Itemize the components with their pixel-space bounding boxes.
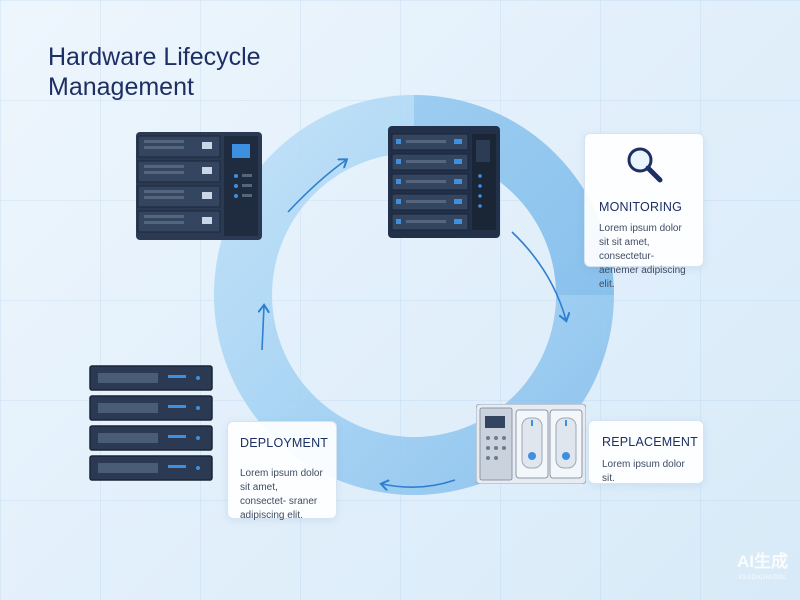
- title-line-1: Hardware Lifecycle: [48, 43, 261, 71]
- page-title: Hardware Lifecycle Management: [48, 42, 261, 102]
- tower-server-icon: [388, 126, 500, 238]
- replacement-card: REPLACEMENT Lorem ipsum dolor sit.: [588, 420, 704, 484]
- arrow-replace-to-deploy: [382, 480, 456, 487]
- blade-server-icon: [89, 365, 213, 481]
- drive-enclosure-icon: [476, 404, 586, 484]
- magnifier-icon: [627, 147, 663, 183]
- arrow-up-left: [262, 306, 264, 351]
- replacement-heading: REPLACEMENT: [602, 435, 698, 449]
- deployment-heading: DEPLOYMENT: [240, 436, 329, 450]
- deployment-card: DEPLOYMENT Lorem ipsum dolor sit amet, c…: [227, 421, 337, 521]
- rack-server-icon: [136, 132, 262, 240]
- arrow-monitor-to-replace: [511, 231, 566, 320]
- arrow-deploy-to-monitor: [287, 160, 346, 213]
- watermark-sub: XSSDADMIDDL: [738, 575, 787, 581]
- monitoring-body: Lorem ipsum dolor sit sit amet, consecte…: [599, 223, 686, 290]
- monitoring-card: MONITORING Lorem ipsum dolor sit sit ame…: [584, 133, 704, 290]
- watermark-main: AI生成: [737, 552, 788, 571]
- replacement-body: Lorem ipsum dolor sit.: [602, 459, 685, 484]
- watermark: AI生成 XSSDADMIDDL: [737, 552, 788, 586]
- monitoring-heading: MONITORING: [599, 200, 683, 214]
- deployment-body: Lorem ipsum dolor sit amet, consectet- s…: [240, 468, 323, 521]
- title-line-2: Management: [48, 73, 194, 101]
